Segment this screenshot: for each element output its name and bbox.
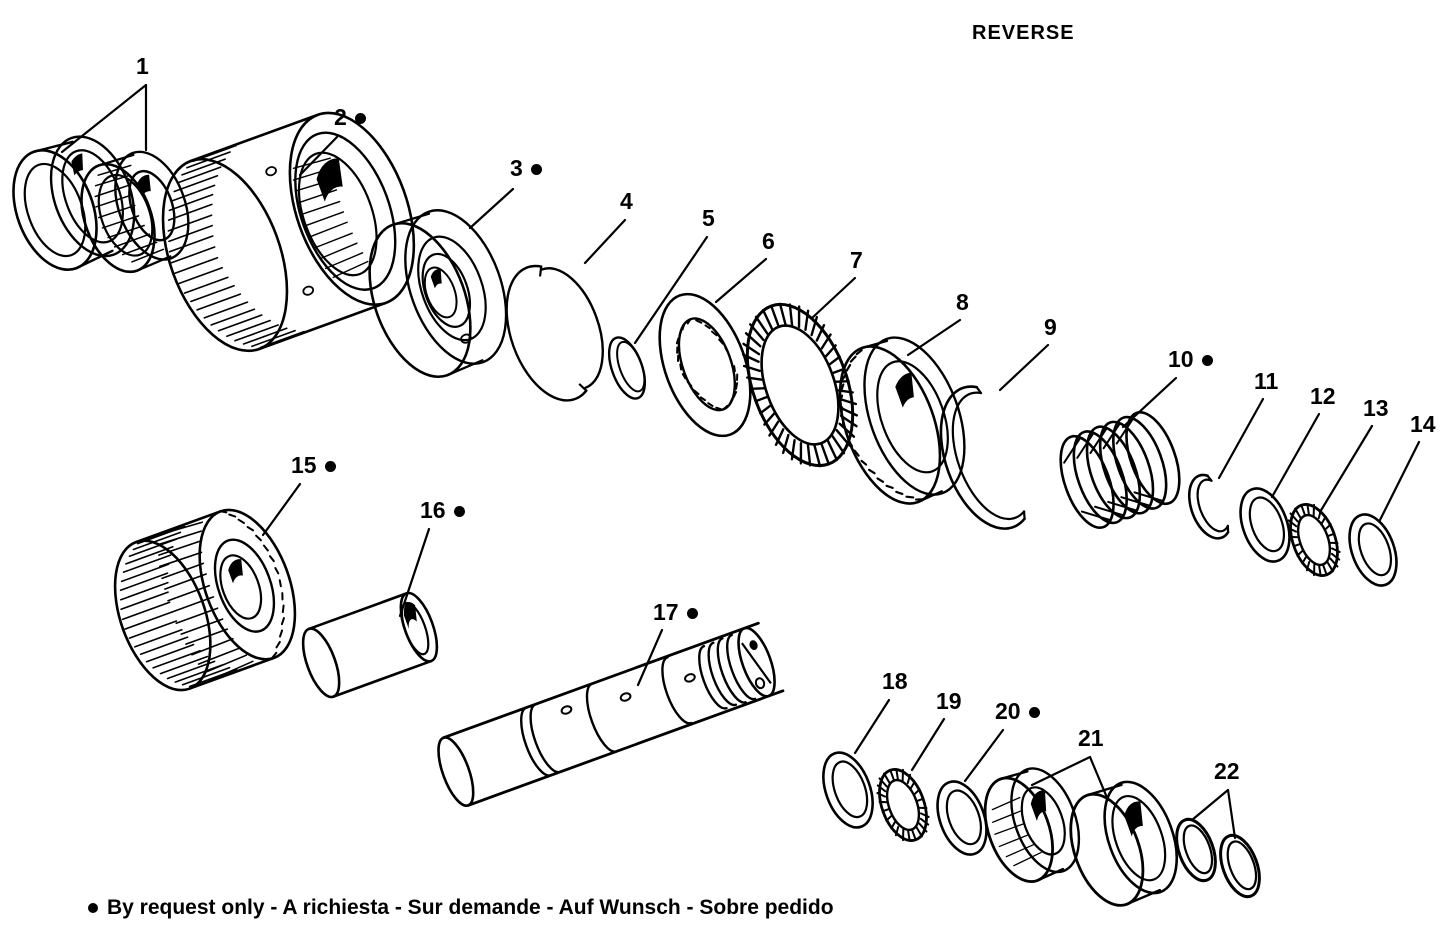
part-17-output-shaft: [437, 621, 785, 807]
request-only-bullet-icon: [530, 164, 542, 176]
part-21-bearing-cone: [983, 767, 1081, 883]
part-4-snap-ring: [505, 264, 604, 402]
callout-17: 17: [653, 601, 698, 624]
callout-7: 7: [850, 247, 863, 273]
part-19-needle-bearing: [876, 768, 930, 842]
callout-19: 19: [936, 688, 962, 714]
leader-lines: [60, 83, 1421, 840]
callout-20: 20: [995, 700, 1040, 723]
request-only-bullet-icon: [324, 461, 336, 473]
footnote: By request only - A richiesta - Sur dema…: [88, 896, 834, 920]
callout-11: 11: [1254, 368, 1279, 394]
callout-1: 1: [136, 53, 149, 79]
part-18-thrust-washer: [822, 751, 874, 829]
part-16-bushing-sleeve: [301, 591, 439, 699]
callout-6: 6: [762, 228, 775, 254]
callout-15: 15: [291, 454, 336, 477]
request-only-bullet-icon: [453, 506, 465, 518]
callout-14: 14: [1410, 411, 1436, 437]
request-only-bullet-icon: [354, 113, 366, 125]
callout-12: 12: [1310, 383, 1336, 409]
request-only-bullet-icon: [88, 903, 98, 914]
callout-18: 18: [882, 668, 908, 694]
part-21-bearing-cup: [1069, 780, 1178, 907]
callout-16: 16: [420, 499, 465, 522]
callout-13: 13: [1363, 395, 1389, 421]
page-title: REVERSE: [972, 22, 1075, 44]
callout-22: 22: [1214, 758, 1240, 784]
part-12-thrust-washer: [1239, 487, 1291, 563]
callout-10: 10: [1168, 348, 1213, 371]
request-only-bullet-icon: [1028, 707, 1040, 719]
part-2-ring-gear-drum: [161, 111, 416, 353]
part-11-retaining-ring: [1187, 473, 1230, 540]
part-22-shim-ring-b: [1219, 833, 1261, 899]
part-10-coil-spring: [1059, 411, 1181, 529]
callout-4: 4: [620, 188, 633, 214]
part-5-ring: [607, 336, 647, 400]
callout-8: 8: [956, 289, 969, 315]
callout-3: 3: [510, 157, 542, 180]
request-only-bullet-icon: [686, 608, 698, 620]
part-15-carrier-gear: [113, 508, 297, 692]
footnote-text: By request only - A richiesta - Sur dema…: [107, 896, 834, 919]
part-14-thrust-washer: [1348, 513, 1398, 587]
part-20-thrust-washer: [936, 780, 988, 856]
part-13-needle-bearing: [1287, 503, 1341, 577]
callout-2: 2: [334, 106, 366, 129]
part-6-steel-plate: [658, 292, 752, 438]
part-22-shim-ring-a: [1175, 817, 1217, 883]
part-9-snap-ring: [939, 385, 1026, 530]
part-1-bearing-cup: [12, 135, 136, 271]
callout-5: 5: [702, 205, 715, 231]
callout-21: 21: [1078, 725, 1104, 751]
part-3-clutch-hub: [368, 209, 508, 379]
callout-9: 9: [1044, 314, 1057, 340]
request-only-bullet-icon: [1201, 355, 1213, 367]
part-8-splined-ring: [838, 336, 966, 505]
